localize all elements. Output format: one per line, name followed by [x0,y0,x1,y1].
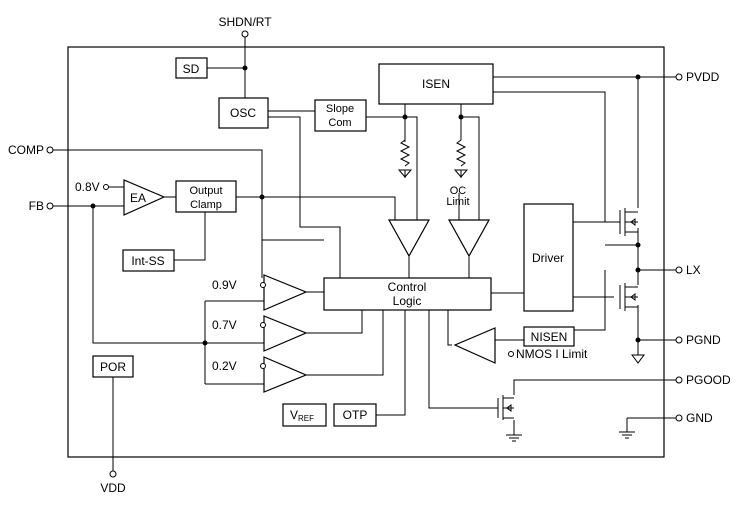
int-ss-label: Int-SS [131,254,164,268]
current-comparator [387,219,431,258]
ground-pgood-fet [506,434,522,442]
junction-dots [90,65,641,346]
nisen-block: NISEN [523,326,575,347]
slope-label: Slope [326,103,354,115]
pin-pvdd-label: PVDD [686,70,720,84]
ic-outline [67,46,665,458]
comparator-09v [263,274,308,311]
pin-gnd [675,414,683,422]
pin-fb [46,202,54,210]
ref-02v-label: 0.2V [212,359,237,373]
limit-label: Limit [446,196,469,208]
driver-label: Driver [532,251,564,265]
comparator-02v [263,356,308,393]
ground-pgnd [631,354,645,364]
isen-block: ISEN [378,63,494,105]
driver-block: Driver [523,203,574,312]
ref-09v-node [260,282,266,288]
logic-label: Logic [393,294,422,308]
sense-resistor-1 [397,139,413,178]
pin-pgood [675,376,683,384]
ground-gnd [619,431,635,439]
ref-07v-node [260,322,266,328]
pin-pgood-label: PGOOD [686,373,731,387]
sd-label: SD [183,62,200,76]
ref-08v-node [103,184,109,190]
pin-shdn-rt-label: SHDN/RT [218,15,272,29]
oc-label: OC [450,185,467,197]
pin-comp [46,146,54,154]
pin-fb-label: FB [29,199,44,213]
pin-shdn-rt [241,30,249,38]
output-clamp-block: Output Clamp [175,180,237,213]
ref-09v-label: 0.9V [212,278,237,292]
int-ss-block: Int-SS [122,249,175,272]
pin-lx [675,266,683,274]
nmos-limit-node [508,351,514,357]
ea-label: EA [130,191,146,205]
ref-08v-label: 0.8V [75,180,100,194]
pins: SHDN/RT COMP FB VDD PVDD LX PGND PGOOD G… [8,15,731,495]
ea-amplifier: EA [123,179,166,216]
clamp-label: Clamp [190,199,222,211]
ref-02v-node [260,363,266,369]
isen-label: ISEN [422,77,450,91]
slope-com-block: Slope Com [314,99,367,132]
pin-gnd-label: GND [686,411,713,425]
vref-block: VREF [282,403,327,427]
sd-block: SD [175,57,208,79]
por-block: POR [92,355,134,378]
por-label: POR [100,360,126,374]
pin-pgnd [675,336,683,344]
pin-pvdd [675,73,683,81]
control-logic-block: Control Logic [323,277,492,311]
nisen-label: NISEN [531,330,568,344]
ref-07v-label: 0.7V [212,318,237,332]
comparator-07v [263,315,308,352]
nmos-limit-label: NMOS I Limit [516,347,588,361]
sense-resistor-2 [453,139,469,178]
osc-block: OSC [218,97,269,129]
low-side-mosfet [619,283,638,311]
pin-lx-label: LX [686,263,701,277]
pin-vdd-label: VDD [100,481,126,495]
otp-block: OTP [333,403,377,427]
otp-label: OTP [343,408,368,422]
pgood-mosfet [497,395,514,420]
high-side-mosfet [619,208,638,236]
wires [53,37,676,471]
pin-pgnd-label: PGND [686,333,721,347]
oc-limit-comparator [447,219,491,258]
osc-label: OSC [230,106,256,120]
nmos-limit-amplifier [453,327,496,364]
output-label: Output [189,185,222,197]
pin-vdd [109,470,117,478]
control-label: Control [388,280,427,294]
com-label: Com [328,117,351,129]
pin-comp-label: COMP [8,143,44,157]
vref-label: VREF [290,408,314,423]
